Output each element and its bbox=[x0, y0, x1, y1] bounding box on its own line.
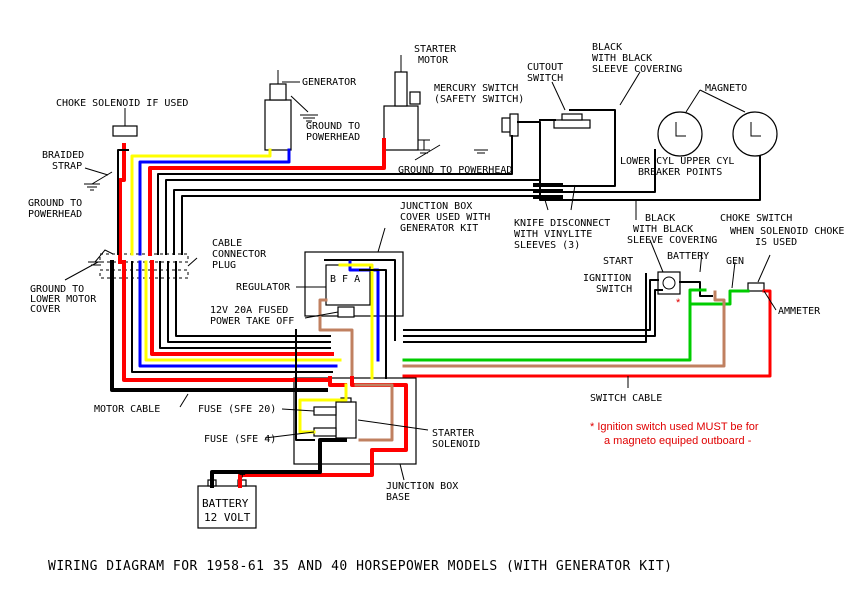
junction-wires bbox=[210, 259, 408, 488]
label-choke-switch-1: CHOKE SWITCH bbox=[720, 213, 792, 224]
label-motor-cable: MOTOR CABLE bbox=[94, 404, 160, 415]
label-asterisk: * bbox=[676, 297, 681, 309]
label-ground-powerhead-gen-2: POWERHEAD bbox=[306, 132, 360, 143]
label-mercury-switch-1: MERCURY SWITCH bbox=[434, 83, 518, 94]
label-knife-disconnect-3: SLEEVES (3) bbox=[514, 240, 580, 251]
magneto-upper-cyl bbox=[732, 111, 778, 157]
label-generator: GENERATOR bbox=[302, 77, 357, 88]
label-knife-disconnect-2: WITH VINYLITE bbox=[514, 229, 592, 240]
label-switch-cable: SWITCH CABLE bbox=[590, 393, 662, 404]
label-black-sleeve-top-1: BLACK bbox=[592, 42, 622, 53]
fuse-sfe-4 bbox=[313, 427, 337, 437]
label-ground-lower-motor-3: COVER bbox=[30, 304, 61, 315]
label-black-sleeve-top-3: SLEEVE COVERING bbox=[592, 64, 682, 75]
label-braided-strap-1: BRAIDED bbox=[42, 150, 84, 161]
label-ground-lower-motor-1: GROUND TO bbox=[30, 284, 84, 295]
label-ignition-switch-2: SWITCH bbox=[596, 284, 632, 295]
mercury-ground-symbol bbox=[474, 149, 488, 154]
switch-cable-wires bbox=[402, 273, 772, 378]
label-ignition-switch-1: IGNITION bbox=[583, 273, 631, 284]
diagram-title: WIRING DIAGRAM FOR 1958-61 35 AND 40 HOR… bbox=[48, 559, 673, 574]
choke-solenoid bbox=[112, 125, 138, 137]
label-black-sleeve-right-3: SLEEVE COVERING bbox=[627, 235, 717, 246]
label-junction-cover-2: COVER USED WITH bbox=[400, 212, 490, 223]
label-cable-connector-3: PLUG bbox=[212, 260, 236, 271]
ammeter bbox=[747, 282, 765, 292]
label-fuse-sfe20: FUSE (SFE 20) bbox=[198, 404, 276, 415]
label-junction-cover-3: GENERATOR KIT bbox=[400, 223, 478, 234]
magneto-lower-cyl bbox=[657, 111, 703, 157]
label-regulator: REGULATOR bbox=[236, 282, 291, 293]
label-battery-2: 12 VOLT bbox=[204, 511, 251, 524]
label-starter-motor-2: MOTOR bbox=[418, 55, 449, 66]
starter-motor bbox=[383, 55, 421, 151]
label-ground-powerhead-starter: GROUND TO POWERHEAD bbox=[398, 165, 512, 176]
ground-symbol-powerhead-left bbox=[84, 171, 113, 191]
knife-disconnect-sleeves bbox=[533, 183, 563, 199]
label-junction-base-2: BASE bbox=[386, 492, 410, 503]
label-regulator-terminals: B F A bbox=[330, 274, 360, 285]
starter-ground-symbol bbox=[418, 139, 430, 154]
generator bbox=[264, 70, 309, 151]
cutout-switch bbox=[553, 113, 591, 129]
label-ground-lower-motor-2: LOWER MOTOR bbox=[30, 294, 97, 305]
label-ground-powerhead-gen-1: GROUND TO bbox=[306, 121, 360, 132]
cable-connector-plug bbox=[99, 253, 189, 279]
label-battery-pos: + bbox=[239, 468, 246, 481]
label-note-2: a magneto equiped outboard - bbox=[604, 435, 752, 447]
label-cable-connector-2: CONNECTOR bbox=[212, 249, 267, 260]
upper-wires bbox=[117, 109, 761, 256]
label-breaker-points-2: BREAKER POINTS bbox=[638, 167, 722, 178]
starter-solenoid bbox=[335, 397, 357, 439]
label-battery-neg: - bbox=[209, 468, 216, 481]
label-ammeter: AMMETER bbox=[778, 306, 821, 317]
label-junction-cover-1: JUNCTION BOX bbox=[400, 201, 472, 212]
label-choke-solenoid: CHOKE SOLENOID IF USED bbox=[56, 98, 188, 109]
leader-lines bbox=[64, 71, 777, 481]
label-power-takeoff-2: POWER TAKE OFF bbox=[210, 316, 294, 327]
label-battery-1: BATTERY bbox=[202, 497, 249, 510]
label-starter-motor-1: STARTER bbox=[414, 44, 457, 55]
label-note-1: * Ignition switch used MUST be for bbox=[590, 421, 759, 433]
generator-ground-symbol bbox=[300, 114, 318, 122]
label-junction-base-1: JUNCTION BOX bbox=[386, 481, 458, 492]
power-takeoff bbox=[337, 306, 355, 318]
mercury-switch bbox=[501, 113, 519, 137]
label-battery-terminal: BATTERY bbox=[667, 251, 709, 262]
label-ground-powerhead-left-2: POWERHEAD bbox=[28, 209, 82, 220]
fuse-sfe-20 bbox=[313, 406, 337, 416]
label-cable-connector-1: CABLE bbox=[212, 238, 242, 249]
label-starter-solenoid-1: STARTER bbox=[432, 428, 475, 439]
label-black-sleeve-top-2: WITH BLACK bbox=[592, 53, 652, 64]
label-power-takeoff-1: 12V 20A FUSED bbox=[210, 305, 288, 316]
label-choke-switch-2: WHEN SOLENOID CHOKE bbox=[730, 226, 844, 237]
label-braided-strap-2: STRAP bbox=[52, 161, 82, 172]
battery bbox=[197, 479, 257, 529]
label-knife-disconnect-1: KNIFE DISCONNECT bbox=[514, 218, 610, 229]
label-cutout-switch-1: CUTOUT bbox=[527, 62, 563, 73]
label-magneto: MAGNETO bbox=[705, 83, 747, 94]
label-black-sleeve-right-1: BLACK bbox=[645, 213, 675, 224]
label-breaker-points-1: LOWER CYL UPPER CYL bbox=[620, 156, 734, 167]
label-starter-solenoid-2: SOLENOID bbox=[432, 439, 480, 450]
label-cutout-switch-2: SWITCH bbox=[527, 73, 563, 84]
label-mercury-switch-2: (SAFETY SWITCH) bbox=[434, 94, 524, 105]
label-ground-powerhead-left-1: GROUND TO bbox=[28, 198, 82, 209]
label-fuse-sfe4: FUSE (SFE 4) bbox=[204, 434, 276, 445]
label-choke-switch-3: IS USED bbox=[755, 237, 797, 248]
label-black-sleeve-right-2: WITH BLACK bbox=[633, 224, 693, 235]
label-start: START bbox=[603, 256, 633, 267]
label-gen-terminal: GEN bbox=[726, 256, 744, 267]
